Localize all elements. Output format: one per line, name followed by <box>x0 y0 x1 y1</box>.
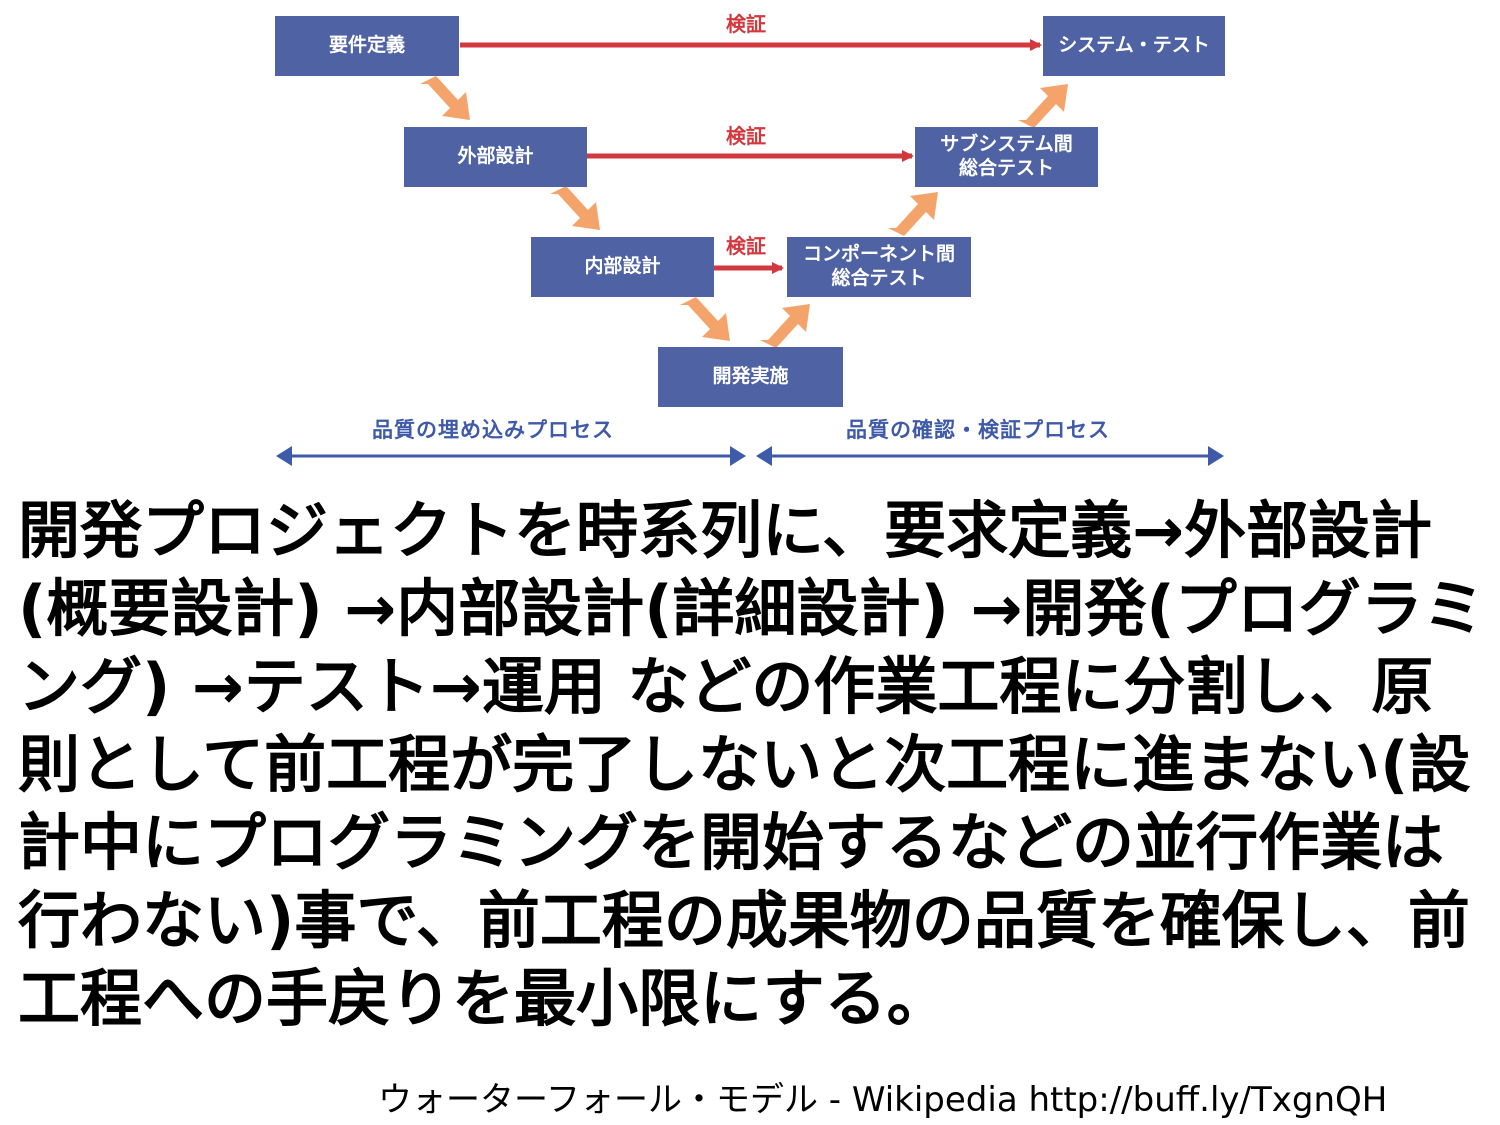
node-requirements: 要件定義 <box>275 16 459 76</box>
node-internal-design: 内部設計 <box>531 237 714 297</box>
flow-arrow-down-3 <box>680 297 730 341</box>
node-development: 開発実施 <box>658 347 843 407</box>
flow-arrows <box>420 76 1068 348</box>
flow-arrow-up-1 <box>760 304 810 348</box>
phase-label-verify: 品質の確認・検証プロセス <box>846 418 1110 442</box>
diagram-arrows <box>276 39 1224 466</box>
node-system-test: システム・テスト <box>1043 16 1225 76</box>
flow-arrow-down-2 <box>550 186 600 230</box>
phase-label-embed: 品質の埋め込みプロセス <box>372 418 614 442</box>
node-component-test: コンポーネント間 総合テスト <box>787 237 971 297</box>
node-subsystem-test: サブシステム間 総合テスト <box>915 127 1098 187</box>
verify-label-bottom: 検証 <box>726 234 766 258</box>
flow-arrow-up-3 <box>1018 84 1068 128</box>
v-model-diagram: 要件定義 外部設計 内部設計 開発実施 コンポーネント間 総合テスト サブシステ… <box>0 0 1500 480</box>
verify-label-middle: 検証 <box>726 124 766 148</box>
flow-arrow-up-2 <box>888 192 938 236</box>
node-external-design: 外部設計 <box>404 127 587 187</box>
verify-label-top: 検証 <box>726 12 766 36</box>
description-text: 開発プロジェクトを時系列に、要求定義→外部設計(概要設計) →内部設計(詳細設計… <box>18 494 1485 1035</box>
source-citation: ウォーターフォール・モデル - Wikipedia http://buff.ly… <box>378 1080 1388 1120</box>
flow-arrow-down-1 <box>420 76 470 120</box>
